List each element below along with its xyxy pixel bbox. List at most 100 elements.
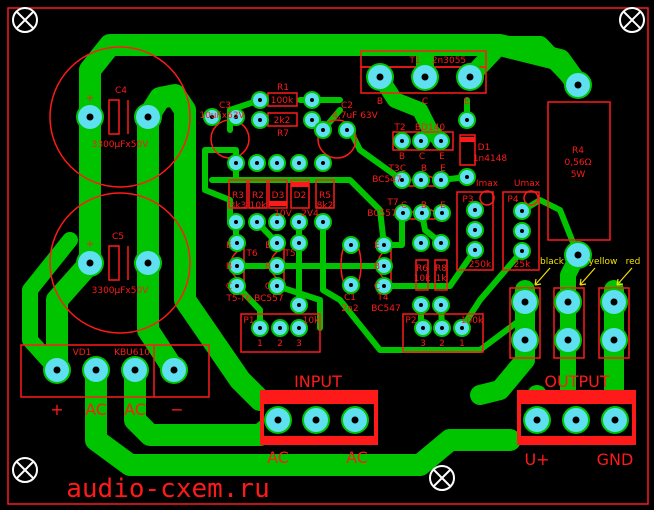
drill-hole xyxy=(473,228,477,232)
svg-text:100k: 100k xyxy=(461,316,484,326)
svg-text:T6: T6 xyxy=(245,249,257,259)
drill-hole xyxy=(533,416,541,424)
drill-hole xyxy=(440,211,444,215)
drill-hole xyxy=(466,73,474,81)
svg-text:T2: T2 xyxy=(393,123,405,133)
drill-hole xyxy=(572,416,580,424)
mounting-hole-icon xyxy=(12,7,38,33)
trace-small-3 xyxy=(233,219,523,353)
svg-text:E: E xyxy=(464,97,470,107)
svg-text:Umax: Umax xyxy=(514,179,541,189)
drill-hole xyxy=(53,366,61,374)
drill-hole xyxy=(421,73,429,81)
drill-hole xyxy=(235,284,239,288)
svg-text:AC: AC xyxy=(346,448,368,467)
p4-outline xyxy=(502,191,540,271)
drill-hole xyxy=(234,115,238,119)
drill-hole xyxy=(520,229,524,233)
c4-outline xyxy=(49,46,191,188)
drill-hole xyxy=(235,264,239,268)
trace-negative xyxy=(137,106,185,381)
r4-outline xyxy=(547,101,611,241)
drill-hole xyxy=(419,139,423,143)
svg-text:BD140: BD140 xyxy=(415,123,446,133)
drill-hole xyxy=(473,208,477,212)
mounting-holes xyxy=(12,7,645,491)
svg-text:T1: T1 xyxy=(408,56,420,66)
svg-text:E: E xyxy=(440,201,446,211)
svg-text:1: 1 xyxy=(459,339,465,349)
drill-hole xyxy=(275,264,279,268)
drill-hole xyxy=(439,139,443,143)
drill-hole xyxy=(564,336,572,344)
mounting-hole-icon xyxy=(12,457,38,483)
svg-text:P1: P1 xyxy=(243,316,254,326)
drill-hole xyxy=(275,220,279,224)
drill-hole xyxy=(465,118,469,122)
svg-text:10V: 10V xyxy=(274,209,292,219)
svg-text:1: 1 xyxy=(257,339,263,349)
svg-text:R2: R2 xyxy=(252,191,264,201)
drill-hole xyxy=(574,81,582,89)
drill-hole xyxy=(297,220,301,224)
svg-text:BC547: BC547 xyxy=(372,175,401,185)
drill-hole xyxy=(297,303,301,307)
svg-text:+: + xyxy=(50,400,63,419)
drill-hole xyxy=(401,211,405,215)
drill-hole xyxy=(234,161,238,165)
drill-hole xyxy=(258,98,262,102)
svg-text:C2: C2 xyxy=(341,101,353,111)
drill-hole xyxy=(574,251,582,259)
svg-text:E: E xyxy=(440,164,446,174)
svg-text:R1: R1 xyxy=(277,83,289,93)
c4-ref: C4 xyxy=(115,86,127,96)
board-outline xyxy=(7,7,649,505)
c4-value: 3300µFx50V xyxy=(92,140,150,150)
svg-text:T4: T4 xyxy=(376,293,388,303)
drill-hole xyxy=(421,326,425,330)
svg-text:+: + xyxy=(86,239,94,250)
drill-hole xyxy=(275,241,279,245)
svg-text:AC: AC xyxy=(267,448,289,467)
svg-text:BC557: BC557 xyxy=(367,209,396,219)
svg-text:B: B xyxy=(421,201,427,211)
drill-hole xyxy=(297,326,301,330)
wire-label-red: red xyxy=(626,257,641,267)
pads xyxy=(43,63,629,434)
drill-hole xyxy=(351,416,359,424)
svg-text:T5: T5 xyxy=(283,249,295,259)
svg-text:1n4148: 1n4148 xyxy=(473,154,508,164)
svg-text:KBU610: KBU610 xyxy=(114,348,150,358)
drill-hole xyxy=(255,220,259,224)
svg-text:E: E xyxy=(226,241,232,251)
drill-hole xyxy=(382,284,386,288)
wire-label-yellow: yellow xyxy=(589,257,618,267)
svg-text:3300µFx50V: 3300µFx50V xyxy=(92,286,150,296)
drill-hole xyxy=(521,336,529,344)
drill-hole xyxy=(131,366,139,374)
svg-text:C: C xyxy=(422,97,428,107)
vd1-outline xyxy=(20,344,210,398)
drill-hole xyxy=(144,113,152,121)
svg-text:AC: AC xyxy=(124,400,146,419)
drill-hole xyxy=(234,220,238,224)
drill-hole xyxy=(144,259,152,267)
wire-label-black: black xyxy=(540,257,565,267)
svg-text:B: B xyxy=(377,97,383,107)
svg-text:−: − xyxy=(170,400,183,419)
drill-hole xyxy=(400,178,404,182)
svg-text:C: C xyxy=(265,282,271,292)
svg-text:D3: D3 xyxy=(272,191,285,201)
svg-text:8k2: 8k2 xyxy=(317,201,334,211)
svg-text:10k: 10k xyxy=(303,316,320,326)
mounting-hole-icon xyxy=(429,465,455,491)
svg-text:B: B xyxy=(421,164,427,174)
drill-hole xyxy=(382,243,386,247)
labels: C4 + 3300µFx50V C5 + 3300µFx50V VD1 KBU6… xyxy=(50,56,640,504)
mounting-hole-icon xyxy=(619,7,645,33)
svg-text:E: E xyxy=(265,241,271,251)
svg-text:3k3: 3k3 xyxy=(230,201,247,211)
svg-text:C1: C1 xyxy=(344,293,356,303)
svg-text:3: 3 xyxy=(420,339,426,349)
